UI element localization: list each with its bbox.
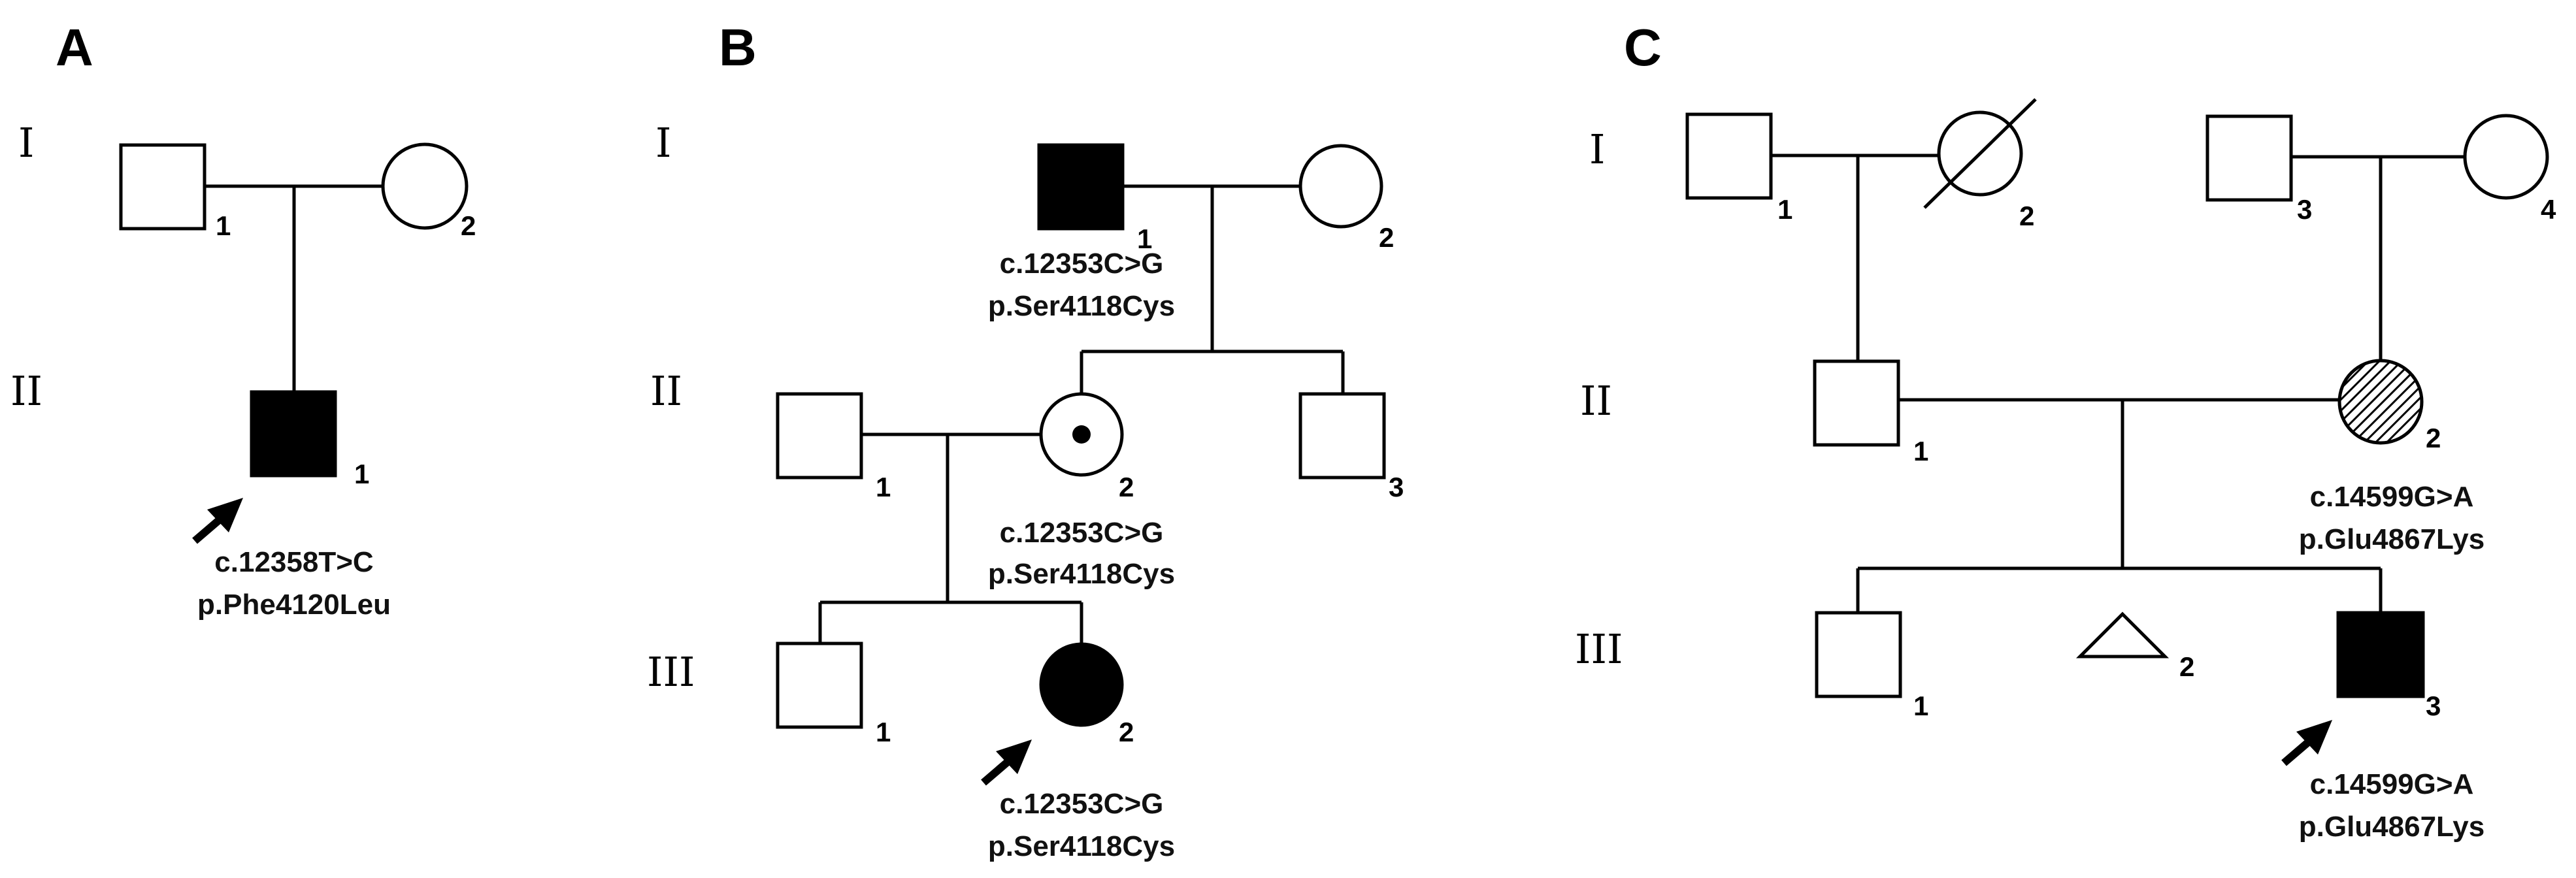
variant-cdna: c.12353C>G bbox=[1000, 788, 1164, 820]
variant-protein: p.Ser4118Cys bbox=[988, 558, 1175, 590]
male-unaffected-i1 bbox=[119, 143, 206, 231]
female-affected-proband-iii2 bbox=[1039, 642, 1124, 727]
male-unaffected-iii1 bbox=[776, 642, 863, 729]
generation-label-i: I bbox=[1589, 125, 1606, 173]
individual-number: 2 bbox=[1119, 717, 1134, 747]
proband-arrow-icon bbox=[192, 498, 243, 544]
individual-number: 2 bbox=[1119, 472, 1134, 502]
individual-number: 2 bbox=[2179, 651, 2194, 682]
female-hatched-ii2 bbox=[2337, 359, 2424, 445]
individual-number: 2 bbox=[2019, 201, 2034, 231]
generation-label-ii: II bbox=[1580, 377, 1612, 425]
pedigree-b: B I II III 1 2 c.12353C>G p.Ser4118Cys 1… bbox=[647, 18, 1404, 862]
individual-number: 2 bbox=[2426, 423, 2441, 453]
individual-number: 2 bbox=[461, 210, 476, 241]
panel-label-c: C bbox=[1624, 18, 1662, 76]
individual-number: 3 bbox=[2297, 194, 2312, 225]
panel-label-a: A bbox=[56, 18, 93, 76]
female-unaffected-i2 bbox=[381, 142, 469, 230]
female-unaffected-i4 bbox=[2463, 114, 2549, 200]
male-unaffected-iii1 bbox=[1815, 611, 1902, 698]
male-affected-proband-ii1 bbox=[250, 390, 337, 478]
individual-number: 1 bbox=[1913, 691, 1928, 721]
generation-label-ii: II bbox=[10, 367, 42, 415]
individual-number: 1 bbox=[876, 717, 891, 747]
variant-protein: p.Glu4867Lys bbox=[2299, 811, 2485, 843]
male-unaffected-i3 bbox=[2205, 114, 2293, 202]
generation-label-ii: II bbox=[650, 367, 682, 415]
pedigree-c: C I II III 1 2 3 4 1 2 c.14599G>A p.Glu4… bbox=[1575, 18, 2556, 843]
female-unaffected-i2 bbox=[1298, 144, 1383, 229]
male-unaffected-i1 bbox=[1685, 112, 1773, 200]
generation-label-iii: III bbox=[647, 648, 695, 696]
variant-cdna: c.12353C>G bbox=[1000, 517, 1164, 549]
generation-label-i: I bbox=[655, 119, 672, 167]
variant-protein: p.Ser4118Cys bbox=[988, 290, 1175, 322]
panel-label-b: B bbox=[719, 18, 757, 76]
individual-number: 3 bbox=[1389, 472, 1404, 502]
individual-number: 2 bbox=[1379, 222, 1394, 253]
variant-cdna: c.14599G>A bbox=[2310, 768, 2474, 800]
individual-number: 1 bbox=[216, 210, 231, 241]
individual-number: 1 bbox=[1913, 436, 1928, 466]
proband-arrow-icon bbox=[2281, 720, 2332, 766]
triangle-iii2 bbox=[2075, 611, 2170, 658]
variant-protein: p.Phe4120Leu bbox=[197, 589, 391, 621]
proband-arrow-icon bbox=[981, 740, 1032, 786]
individual-number: 1 bbox=[876, 472, 891, 502]
carrier-dot-icon bbox=[1072, 425, 1091, 444]
variant-cdna: c.14599G>A bbox=[2310, 481, 2474, 513]
variant-cdna: c.12353C>G bbox=[1000, 248, 1164, 280]
male-unaffected-ii3 bbox=[1298, 392, 1386, 480]
generation-label-i: I bbox=[18, 119, 35, 167]
variant-protein: p.Glu4867Lys bbox=[2299, 523, 2485, 555]
generation-label-iii: III bbox=[1575, 625, 1623, 673]
pedigree-a: A I II 1 2 1 c.12358T>C p.Phe4120Leu bbox=[10, 18, 476, 621]
individual-number: 1 bbox=[1777, 194, 1792, 225]
individual-number: 1 bbox=[1137, 223, 1152, 254]
individual-number: 4 bbox=[2541, 194, 2556, 225]
male-unaffected-ii1 bbox=[1813, 359, 1900, 447]
variant-protein: p.Ser4118Cys bbox=[988, 830, 1175, 862]
deceased-slash-icon bbox=[1923, 98, 2037, 209]
male-affected-i1 bbox=[1037, 143, 1125, 231]
variant-cdna: c.12358T>C bbox=[214, 546, 373, 578]
male-unaffected-ii1 bbox=[776, 392, 863, 480]
male-affected-proband-iii3 bbox=[2336, 611, 2425, 698]
individual-number: 1 bbox=[354, 459, 369, 489]
individual-number: 3 bbox=[2426, 691, 2441, 721]
